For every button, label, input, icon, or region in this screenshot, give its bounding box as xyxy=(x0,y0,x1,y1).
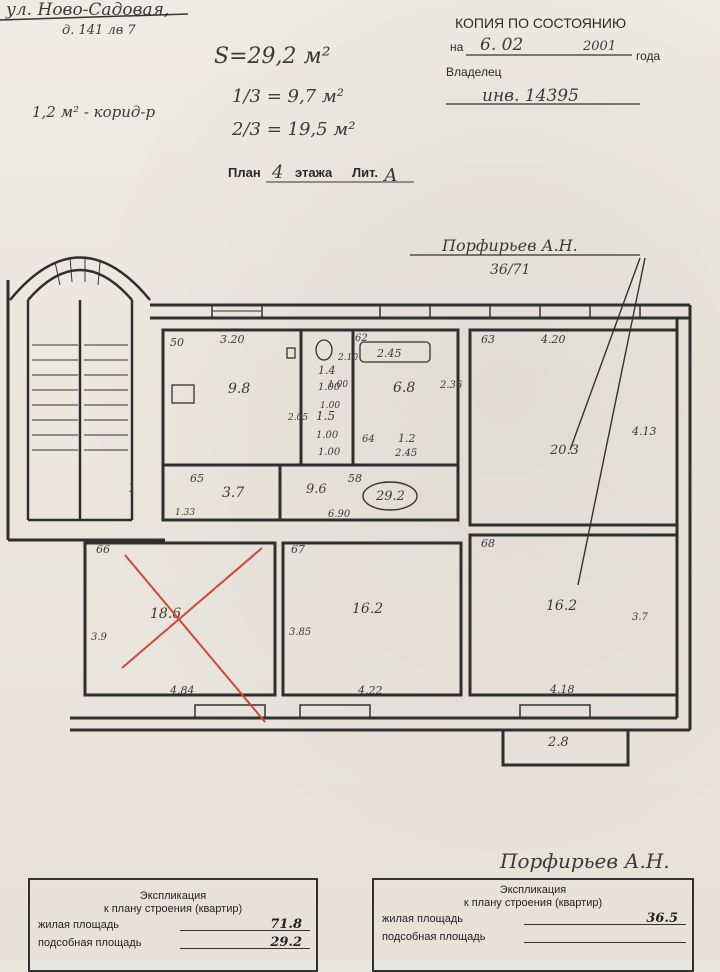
corridor-area: 1.5 xyxy=(316,409,335,423)
explication-left-living-value: 71.8 xyxy=(270,917,302,932)
room-id-50: 50 xyxy=(170,336,184,349)
explication-right: Экспликация к плану строения (квартир) ж… xyxy=(372,878,694,972)
stairwell xyxy=(9,256,151,522)
owner-arrows xyxy=(569,257,646,586)
corridor-dim-a: 1.00 xyxy=(316,430,339,441)
room-63-dim: 4.20 xyxy=(540,333,566,346)
room-67-dim-side: 3.85 xyxy=(289,627,311,638)
explication-right-title: Экспликация xyxy=(499,884,567,896)
room-62-area: 6.8 xyxy=(393,380,415,396)
windows xyxy=(194,304,641,719)
red-cross-mark xyxy=(121,547,266,723)
room-68-dim-bottom: 4.18 xyxy=(549,683,575,696)
corridor-note: 1,2 м² - корид-р xyxy=(32,103,156,121)
room-67-area: 16.2 xyxy=(352,601,383,617)
area-two-thirds-note: 2/3 = 19,5 м² xyxy=(231,119,355,140)
misc-dim-1: 2.05 xyxy=(287,413,308,423)
room-66-dim-side: 3.9 xyxy=(91,632,108,643)
room-wc-area: 1.4 xyxy=(318,364,336,377)
plan-title-prefix: План xyxy=(228,165,261,180)
explication-left-aux-row: подсобная площадь 29.2 xyxy=(30,934,316,952)
room-id-68: 68 xyxy=(481,537,495,550)
explication-left-living-label: жилая площадь xyxy=(38,919,119,931)
balcony-area: 2.8 xyxy=(547,735,569,750)
area-total-note: S=29,2 м² xyxy=(214,44,331,69)
room-id-58: 58 xyxy=(348,472,362,485)
explication-left: Экспликация к плану строения (квартир) ж… xyxy=(28,878,318,972)
explication-right-living-row: жилая площадь 36.5 xyxy=(374,910,692,928)
room-62-dim: 2.45 xyxy=(376,347,402,360)
explication-left-aux-label: подсобная площадь xyxy=(38,937,142,949)
room-50-dim: 3.20 xyxy=(220,333,245,346)
room-64-dim: 2.45 xyxy=(394,448,417,459)
stair-label: 1 xyxy=(128,481,136,495)
room-65-area: 3.7 xyxy=(222,485,244,501)
street-address: ул. Ново-Садовая, xyxy=(5,0,169,20)
area-third-note: 1/3 = 9,7 м² xyxy=(232,86,344,107)
fixtures xyxy=(171,339,431,404)
explication-right-living-value: 36.5 xyxy=(646,911,678,926)
total-circle xyxy=(362,481,418,511)
misc-dim-3: 1.00 xyxy=(328,380,348,390)
room-68-area: 16.2 xyxy=(546,598,577,614)
room-wc-dim-a: 1.00 xyxy=(318,382,341,393)
plan-title-lit: Лит. xyxy=(352,165,378,180)
stamp-copy-title: КОПИЯ ПО СОСТОЯНИЮ xyxy=(455,15,626,31)
stamp-goda: года xyxy=(636,49,661,63)
stamp-date: 6. 02 xyxy=(480,35,523,55)
explication-left-title: Экспликация xyxy=(139,890,207,902)
plan-floor-number: 4 xyxy=(271,162,283,183)
room-wc-dim-b: 2.10 xyxy=(337,353,358,363)
room-50-area: 9.8 xyxy=(228,381,250,397)
room-62-side: 2.36 xyxy=(439,380,463,391)
plan-lit-value: А xyxy=(382,165,398,186)
room-id-64: 64 xyxy=(362,434,375,445)
room-id-63: 63 xyxy=(481,333,495,346)
plan-title-etazha: этажа xyxy=(295,165,333,180)
owner-name-annotation: Порфирьев А.Н. xyxy=(441,236,578,255)
room-58-dim: 6.90 xyxy=(328,509,351,520)
misc-dim-4: 1.33 xyxy=(175,508,195,518)
stamp-year: 2001 xyxy=(582,39,616,54)
room-id-65: 65 xyxy=(190,472,204,485)
explication-left-aux-value: 29.2 xyxy=(270,935,302,950)
explication-right-living-label: жилая площадь xyxy=(382,913,463,925)
stamp-owner-label: Владелец xyxy=(446,65,502,79)
room-66-dim-bottom: 4.84 xyxy=(169,684,195,697)
room-63-side: 4.13 xyxy=(631,425,657,438)
house-number: д. 141 лв 7 xyxy=(62,23,136,38)
room-63-area: 20.3 xyxy=(549,443,579,458)
explication-right-subtitle: к плану строения (квартир) xyxy=(463,897,603,909)
misc-dim-2: 1.00 xyxy=(320,401,340,411)
explication-left-living-row: жилая площадь 71.8 xyxy=(30,916,316,934)
room-64-area: 1.2 xyxy=(398,432,416,445)
stamp-inventory: инв. 14395 xyxy=(482,86,579,106)
circled-total: 29.2 xyxy=(375,489,405,504)
explication-right-aux-label: подсобная площадь xyxy=(382,931,486,943)
room-id-66: 66 xyxy=(96,543,110,556)
stair-treads xyxy=(32,257,128,451)
explication-right-aux-row: подсобная площадь xyxy=(374,928,692,946)
room-labels: 50 3.20 9.8 1.4 1.00 2.10 62 2.45 6.8 2.… xyxy=(91,333,657,750)
room-id-62: 62 xyxy=(355,333,368,344)
room-58-area: 9.6 xyxy=(306,482,327,497)
stamp-na: на xyxy=(450,40,464,54)
room-67-dim-bottom: 4.22 xyxy=(357,684,383,697)
room-id-67: 67 xyxy=(291,543,305,556)
room-66-area: 18.6 xyxy=(150,606,181,622)
corridor-dim-b: 1.00 xyxy=(318,447,341,458)
room-68-dim-side: 3.7 xyxy=(632,612,649,623)
explication-left-subtitle: к плану строения (квартир) xyxy=(103,903,243,915)
owner-share: 36/71 xyxy=(490,262,530,278)
signature: Порфирьев А.Н. xyxy=(499,849,670,873)
